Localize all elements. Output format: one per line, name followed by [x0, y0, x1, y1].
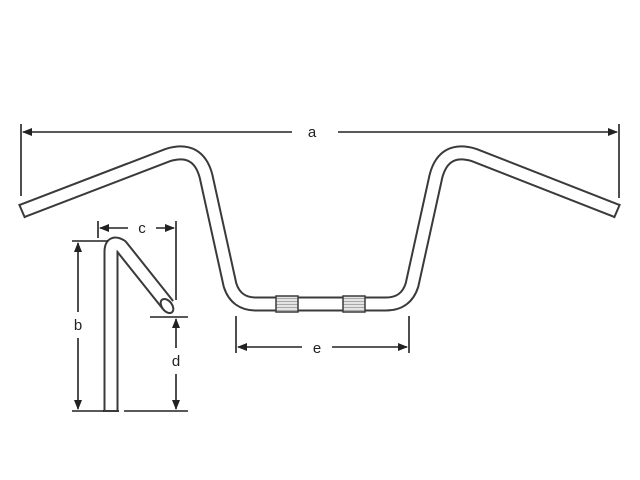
dimension-a-label: a: [308, 124, 317, 141]
knurl-right: [342, 295, 366, 313]
handlebar-front-view: [18, 145, 621, 313]
dimension-c: c: [97, 220, 177, 300]
dimension-d: d: [124, 316, 188, 412]
dimension-a: a: [20, 124, 620, 198]
dimension-b-label: b: [74, 317, 82, 334]
knurl-left: [275, 295, 299, 313]
handlebar-side-view: [103, 236, 175, 412]
dimension-e: e: [235, 316, 410, 357]
dimension-e-label: e: [313, 340, 321, 357]
dimension-b: b: [72, 240, 108, 412]
dimension-d-label: d: [172, 353, 180, 370]
dimension-c-label: c: [138, 220, 146, 237]
